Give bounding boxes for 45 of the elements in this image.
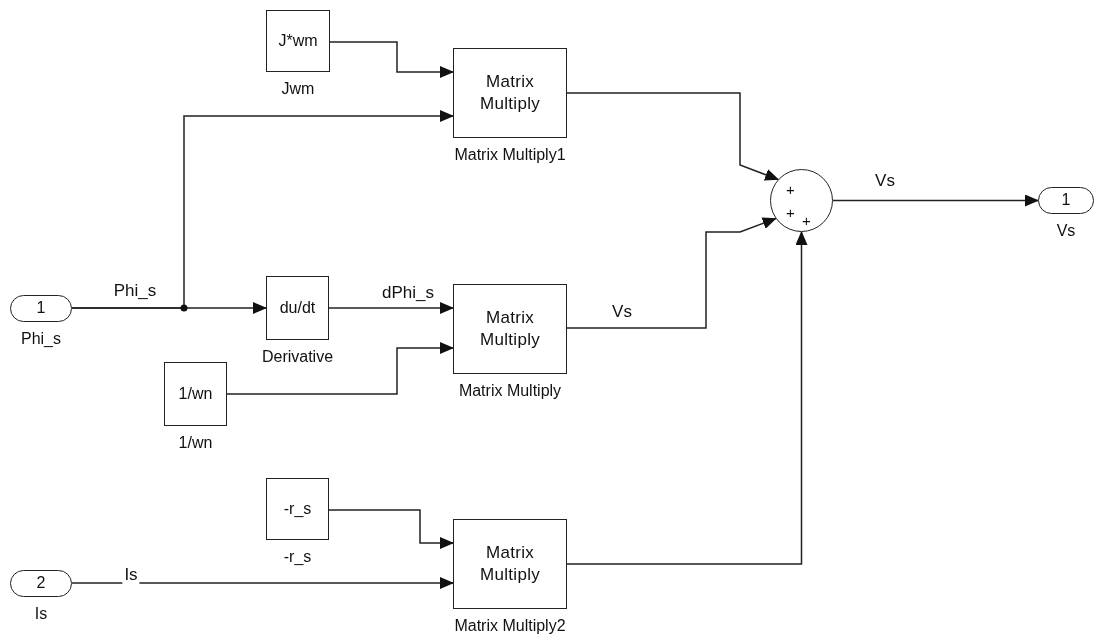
signal-arrow — [566, 92, 780, 181]
block-label: Matrix Multiply — [479, 541, 541, 586]
plus-sign: + — [802, 213, 811, 228]
block-label: J*wm — [278, 30, 318, 51]
signal-arrow — [832, 194, 1039, 207]
block-label: Matrix Multiply — [479, 306, 541, 351]
outport-block — [1038, 187, 1094, 214]
block-label: du/dt — [279, 297, 316, 318]
port-number: 2 — [36, 573, 46, 594]
block-name: Jwm — [281, 80, 315, 98]
constant-block — [164, 362, 227, 426]
signal-arrow — [226, 342, 454, 395]
signal-arrow — [566, 217, 777, 329]
signal-arrow — [71, 302, 267, 314]
signal-arrow — [328, 509, 454, 549]
block-label: Matrix Multiply — [479, 70, 541, 115]
signal-arrow — [71, 577, 454, 589]
matrix-multiply-block — [453, 48, 567, 138]
block-name: Matrix Multiply — [458, 382, 562, 400]
signal-arrow — [329, 41, 454, 78]
signal-label: dPhi_s — [380, 284, 436, 303]
inport-block — [10, 295, 72, 322]
constant-block — [266, 478, 329, 540]
block-name: Derivative — [261, 348, 334, 366]
block-label: 1/wn — [178, 383, 213, 404]
signal-arrow — [328, 302, 454, 314]
constant-block — [266, 10, 330, 72]
inport-block — [10, 570, 72, 597]
block-name: -r_s — [283, 548, 312, 566]
block-name: Matrix Multiply2 — [454, 617, 566, 635]
plus-sign: + — [786, 182, 795, 197]
block-name: Vs — [1056, 222, 1076, 240]
port-number: 1 — [1061, 190, 1071, 211]
signal-label: Is — [122, 566, 140, 585]
block-name: Matrix Multiply1 — [454, 146, 566, 164]
derivative-block — [266, 276, 329, 340]
matrix-multiply-block — [453, 284, 567, 374]
signal-arrow — [566, 231, 808, 565]
block-label: -r_s — [283, 498, 312, 519]
block-name: Is — [34, 605, 48, 623]
block-name: Phi_s — [21, 330, 61, 348]
matrix-multiply-block — [453, 519, 567, 609]
plus-sign: + — [786, 205, 795, 220]
block-name: 1/wn — [178, 434, 213, 452]
port-number: 1 — [36, 298, 46, 319]
